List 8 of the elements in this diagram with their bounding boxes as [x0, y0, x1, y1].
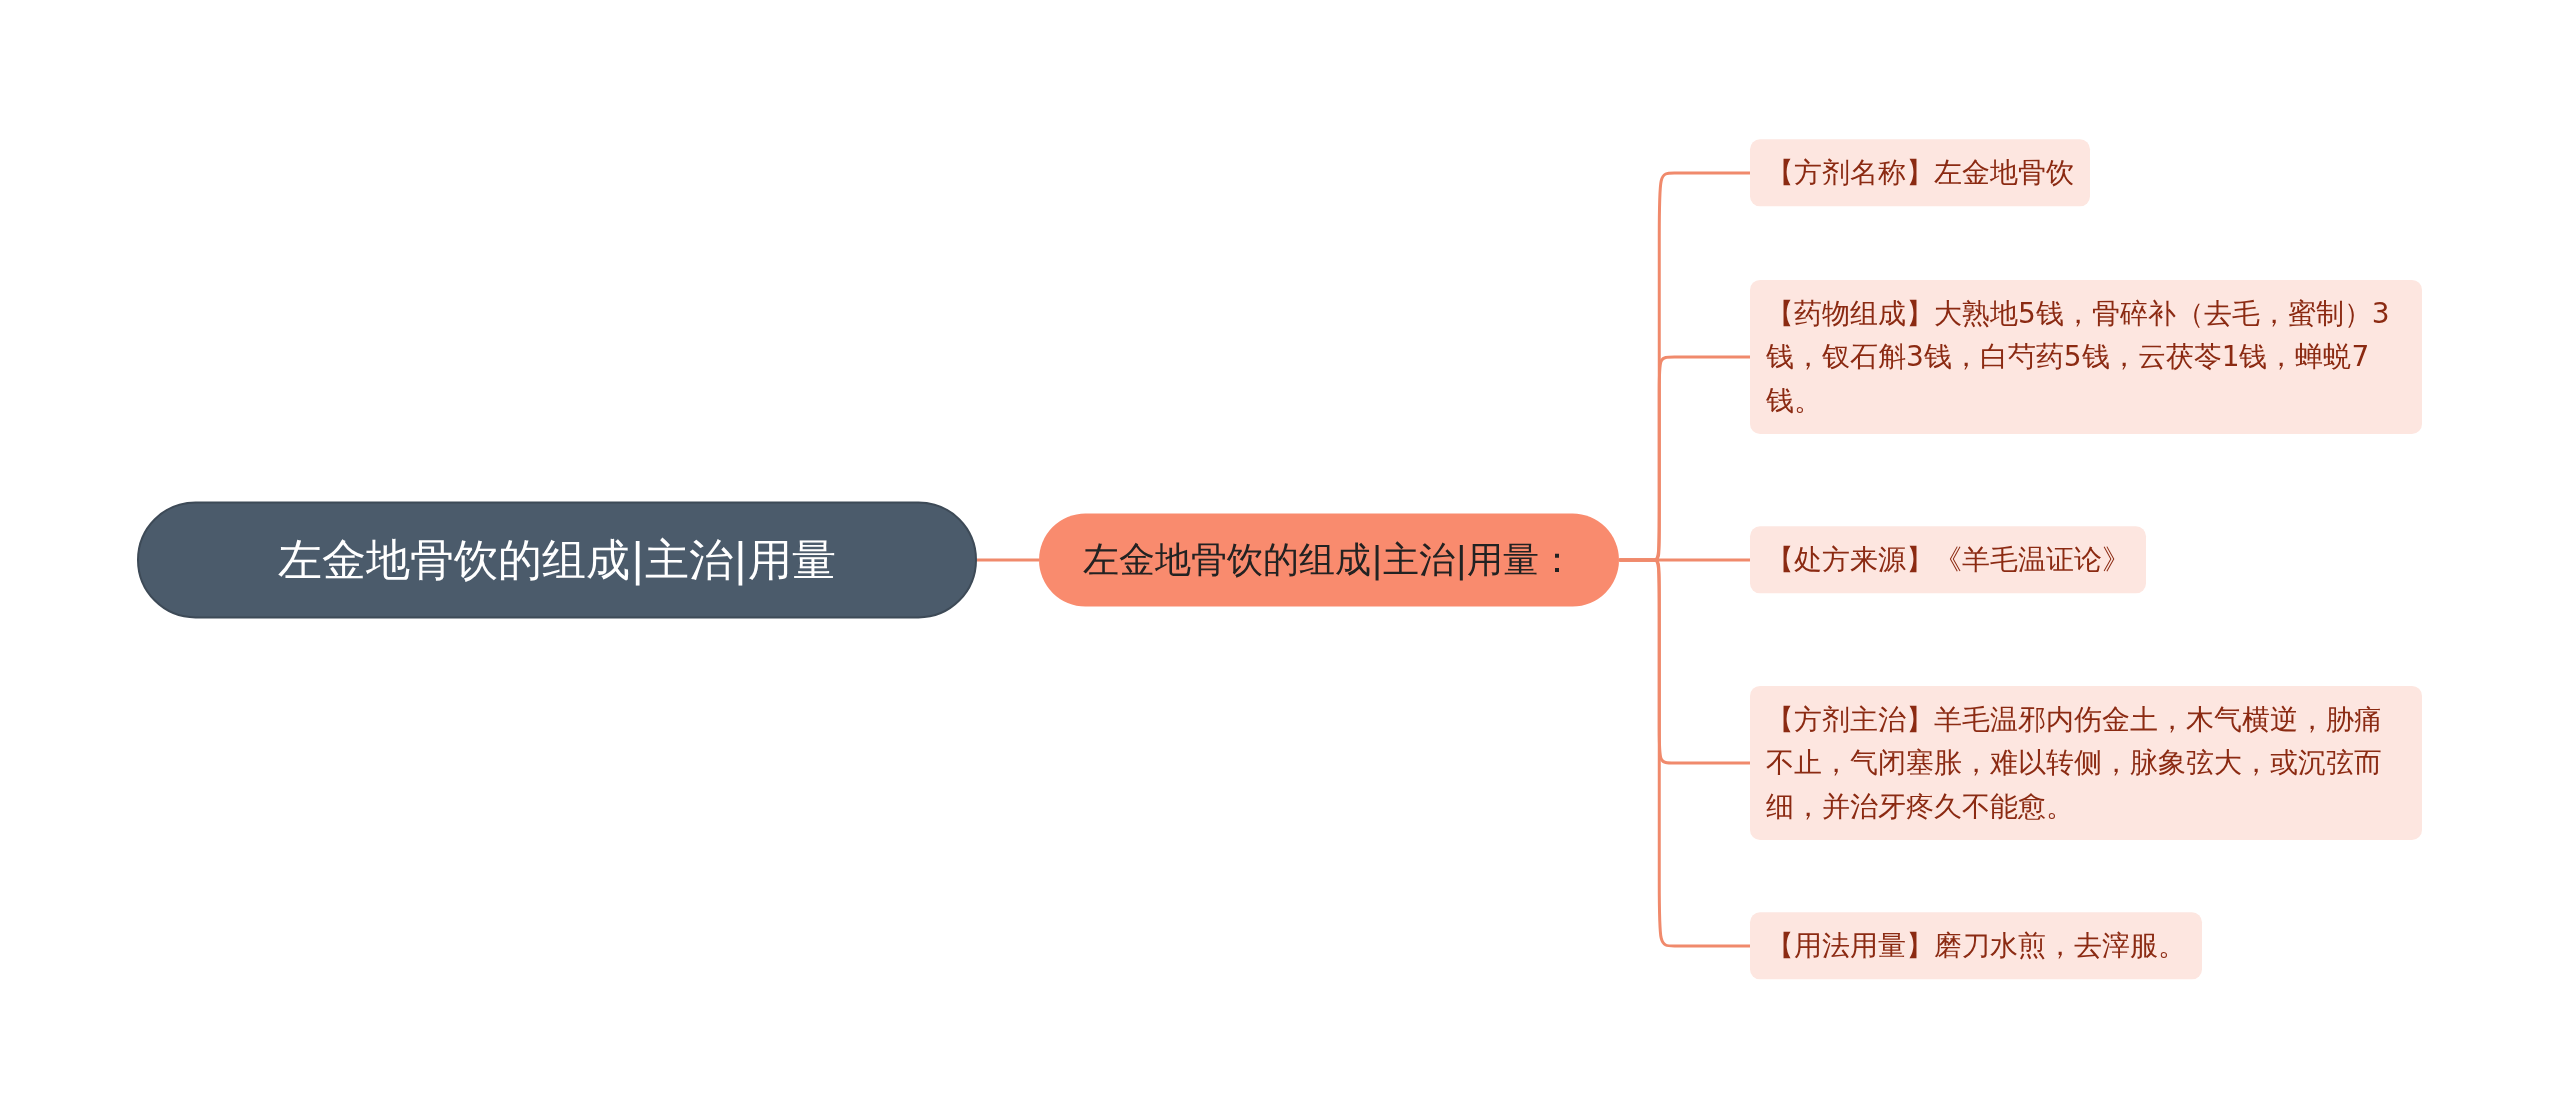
- main-topic: 左金地骨饮的组成|主治|用量：: [1039, 513, 1620, 607]
- subtopic-box: 【方剂主治】羊毛温邪内伤金土，木气横逆，胁痛不止，气闭塞胀，难以转侧，脉象弦大，或沉弦而细，并治牙疼久不能愈。: [1750, 685, 2422, 841]
- central-topic: 左金地骨饮的组成|主治|用量: [137, 501, 977, 619]
- subtopic-box: 【处方来源】《羊毛温证论》: [1750, 526, 2146, 594]
- subtopic-box: 【用法用量】磨刀水煎，去滓服。: [1750, 912, 2202, 980]
- subtopic-box: 【方剂名称】左金地骨饮: [1750, 139, 2090, 207]
- subtopic-box: 【药物组成】大熟地5钱，骨碎补（去毛，蜜制）3钱，钗石斛3钱，白芍药5钱，云茯苓1钱，蝉蜕7钱。: [1750, 279, 2422, 435]
- connector-line: [977, 558, 1039, 562]
